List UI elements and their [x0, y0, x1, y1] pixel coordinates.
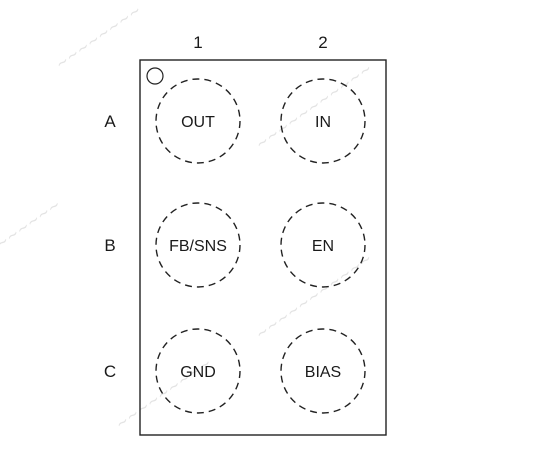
- pin-a1: OUT: [155, 78, 241, 164]
- svg-text:~~~~~~~~~~~: ~~~~~~~~~~~: [252, 249, 376, 343]
- package-outline: [139, 59, 387, 436]
- pin-b1-label: FB/SNS: [169, 238, 227, 255]
- pin-c1: GND: [155, 328, 241, 414]
- svg-text:~~~~~~: ~~~~~~: [0, 195, 64, 253]
- pin-a1-label: OUT: [181, 114, 215, 131]
- pin-a2-label: IN: [315, 114, 331, 131]
- pin-a2-ball: [280, 78, 366, 164]
- svg-text:~~~~~~~~: ~~~~~~~~: [52, 1, 145, 73]
- row-label-b: B: [104, 236, 115, 255]
- pin-b1-ball: [155, 202, 241, 288]
- svg-text:~~~~~~~~~~~: ~~~~~~~~~~~: [252, 59, 376, 153]
- pin-c2-label: BIAS: [305, 364, 341, 381]
- pin-c2-ball: [280, 328, 366, 414]
- pin-b2-label: EN: [312, 238, 334, 255]
- pin1-marker-icon: [146, 67, 164, 85]
- column-label-1: 1: [193, 33, 202, 52]
- pin-c2: BIAS: [280, 328, 366, 414]
- pin-c1-label: GND: [180, 364, 216, 381]
- pin-b2-ball: [280, 202, 366, 288]
- row-label-c: C: [104, 362, 116, 381]
- row-label-a: A: [104, 112, 116, 131]
- pin-c1-ball: [155, 328, 241, 414]
- pin-a2: IN: [280, 78, 366, 164]
- pin-b2: EN: [280, 202, 366, 288]
- column-label-2: 2: [318, 33, 327, 52]
- pin-b1: FB/SNS: [155, 202, 241, 288]
- pin-a1-ball: [155, 78, 241, 164]
